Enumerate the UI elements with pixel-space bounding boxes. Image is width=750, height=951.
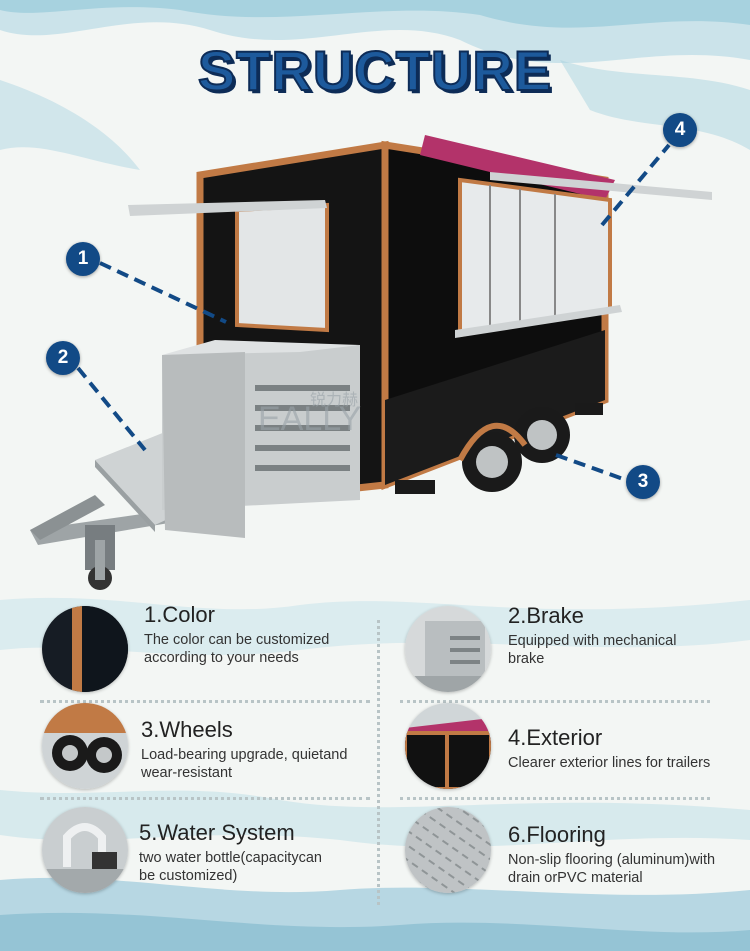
feature-title-wheels: 3.Wheels <box>141 717 233 742</box>
color-panel-thumbnail <box>42 606 128 692</box>
feature-title-flooring: 6.Flooring <box>508 822 606 847</box>
marker-4: 4 <box>663 113 697 147</box>
brake-thumbnail <box>405 606 491 692</box>
row-divider-1 <box>40 700 370 703</box>
stabilizer-leg <box>395 480 435 494</box>
side-window <box>128 200 329 333</box>
row-divider-2 <box>40 797 370 800</box>
feature-title-exterior: 4.Exterior <box>508 725 603 750</box>
column-divider <box>377 620 380 905</box>
row-divider-1-right <box>400 700 710 703</box>
marker-2: 2 <box>46 341 80 375</box>
watermark-text: EALLY <box>258 400 361 438</box>
food-trailer-illustration: EALLY 锐力赫 <box>30 135 712 590</box>
feature-title-color: 1.Color <box>144 602 215 627</box>
marker-3: 3 <box>626 465 660 499</box>
water-system-thumbnail <box>42 807 128 893</box>
feature-title-brake: 2.Brake <box>508 603 584 628</box>
serving-window <box>455 172 712 338</box>
wheels-thumbnail <box>42 703 128 789</box>
marker-1: 1 <box>66 242 100 276</box>
feature-desc-exterior: Clearer exterior lines for trailers <box>508 755 711 771</box>
page-title: STRUCTURE <box>197 38 553 103</box>
exterior-thumbnail <box>405 703 491 789</box>
stainless-box <box>162 340 360 538</box>
leader-lines <box>76 143 671 482</box>
wheels <box>457 407 570 492</box>
row-divider-2-right <box>400 797 710 800</box>
tow-hitch <box>30 495 175 590</box>
flooring-thumbnail <box>405 807 491 893</box>
feature-title-water-system: 5.Water System <box>139 820 295 845</box>
watermark-cjk: 锐力赫 <box>310 390 358 409</box>
